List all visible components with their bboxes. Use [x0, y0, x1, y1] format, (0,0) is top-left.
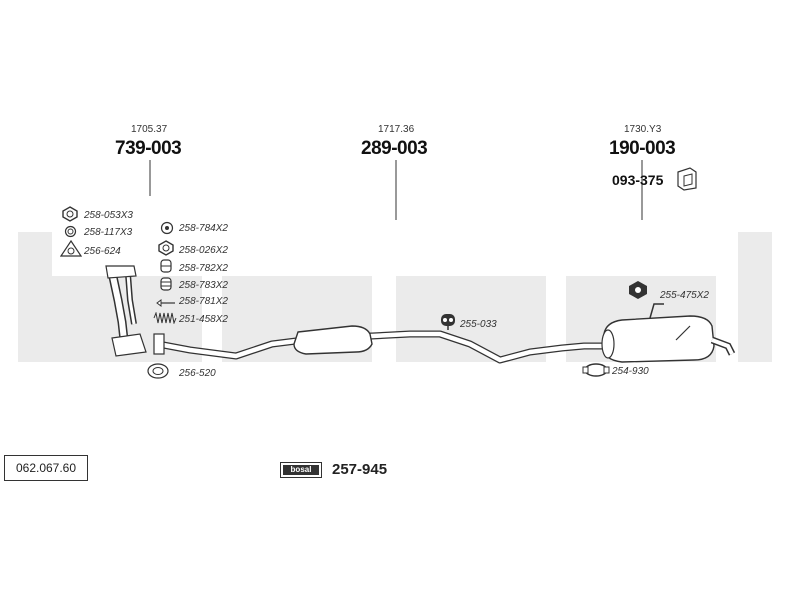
component-label-10[interactable]: 256-520 — [179, 368, 216, 379]
ring-icon — [64, 225, 77, 243]
tail-pipe-inner — [711, 338, 734, 355]
rear-silencer — [603, 315, 715, 363]
brand-part-number[interactable]: 257-945 — [332, 461, 388, 478]
bracket-part-number[interactable]: 093-375 — [612, 172, 664, 188]
nut-icon — [158, 240, 174, 261]
component-label-6[interactable]: 258-782X2 — [179, 263, 228, 274]
mid-flange — [153, 333, 165, 355]
part-number-1[interactable]: 739-003 — [115, 138, 182, 159]
component-label-2[interactable]: 258-117X3 — [84, 227, 133, 238]
component-label-mid[interactable]: 255-033 — [460, 319, 497, 330]
component-label-r2[interactable]: 254-930 — [612, 366, 649, 377]
spring-icon — [153, 311, 177, 329]
component-label-1[interactable]: 258-053X3 — [84, 210, 133, 221]
component-label-r1[interactable]: 255-475X2 — [660, 290, 709, 301]
gasket-ring-icon — [146, 362, 170, 385]
component-label-7[interactable]: 258-783X2 — [179, 280, 228, 291]
part-number-2[interactable]: 289-003 — [361, 138, 428, 159]
bushing-icon — [159, 276, 173, 297]
component-label-4[interactable]: 258-784X2 — [179, 223, 228, 234]
front-pipe-2-inner — [126, 273, 136, 325]
catalog-number-box: 062.067.60 — [4, 455, 88, 481]
silencer-bracket — [675, 325, 691, 341]
part-number-3[interactable]: 190-003 — [609, 138, 676, 159]
ref-3: 1730.Y3 — [624, 124, 662, 135]
ref-1: 1705.37 — [131, 124, 168, 135]
rubber-mount-icon — [440, 312, 456, 333]
nut-icon — [62, 206, 78, 227]
brand-logo-text: bosal — [283, 465, 319, 475]
gasket-triangle-icon — [59, 239, 83, 263]
component-label-5[interactable]: 258-026X2 — [179, 245, 228, 256]
bolt-icon — [156, 295, 176, 313]
silencer-hanger — [649, 303, 664, 319]
rear-silencer-end — [601, 329, 615, 359]
center-muffler — [293, 325, 373, 355]
clamp-icon — [582, 362, 610, 383]
component-label-3[interactable]: 256-624 — [84, 246, 121, 257]
bracket-icon — [676, 166, 698, 197]
front-collector — [111, 333, 147, 357]
washer-icon — [160, 221, 174, 240]
brand-logo: bosal — [280, 462, 322, 478]
front-flange — [105, 265, 137, 279]
watermark-b-stem — [18, 232, 52, 362]
front-pipe-inner — [109, 269, 127, 343]
bushing-icon — [159, 258, 173, 279]
ref-2: 1717.36 — [378, 124, 415, 135]
component-label-8[interactable]: 258-781X2 — [179, 296, 228, 307]
rubber-mount-icon — [628, 280, 648, 305]
component-label-9[interactable]: 251-458X2 — [179, 314, 228, 325]
main-pipe-inner — [157, 331, 602, 363]
watermark-l — [738, 232, 772, 362]
